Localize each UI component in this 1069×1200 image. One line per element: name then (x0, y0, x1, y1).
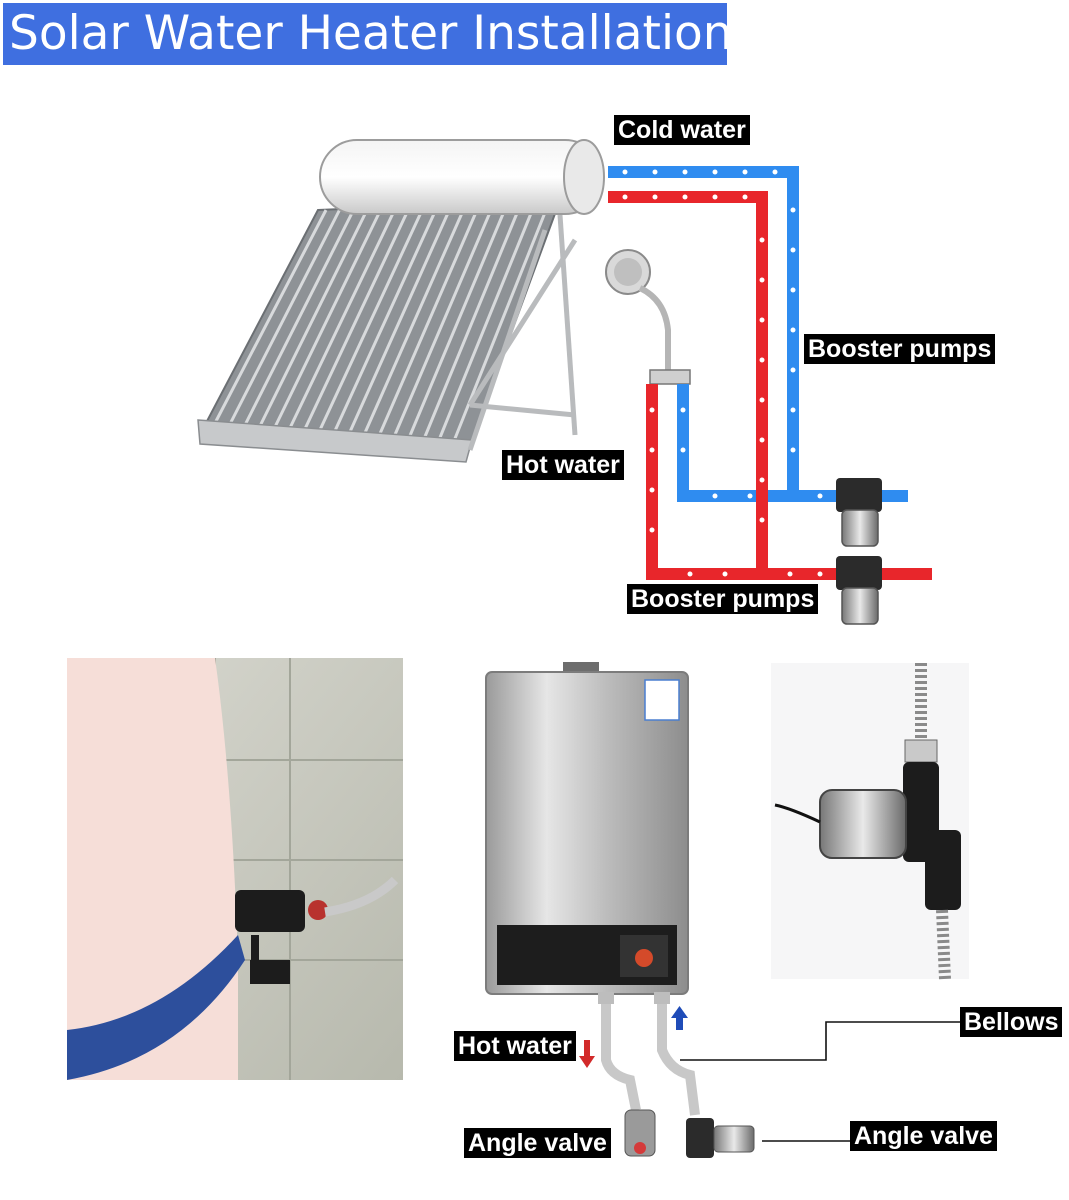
solar-collector (197, 139, 605, 463)
bellows-label: Bellows (960, 1007, 1063, 1037)
flow-arrows (622, 169, 823, 577)
angle-valve-label-right: Angle valve (850, 1121, 997, 1151)
hot-water-pipe (608, 191, 932, 580)
cold-water-label: Cold water (614, 115, 750, 145)
booster-pumps-label-top: Booster pumps (804, 334, 996, 364)
bellows-pump-photo (771, 663, 969, 980)
angle-valve-left-part (624, 1109, 656, 1157)
shower-head (605, 249, 691, 385)
leader-lines (680, 1021, 960, 1142)
booster-pump-lower (836, 556, 882, 625)
booster-pumps-label-bottom: Booster pumps (627, 584, 819, 614)
water-heater (485, 662, 755, 1158)
title-banner: Solar Water Heater Installation (3, 3, 733, 65)
hot-water-label-bottom: Hot water (454, 1031, 576, 1061)
angle-valve-right-part (686, 1118, 755, 1158)
angle-valve-label-left: Angle valve (464, 1128, 611, 1158)
page-title: Solar Water Heater Installation (9, 6, 733, 61)
hot-water-label-top: Hot water (502, 450, 624, 480)
tank-pump-photo (67, 658, 403, 1080)
booster-pump-upper (836, 478, 882, 547)
